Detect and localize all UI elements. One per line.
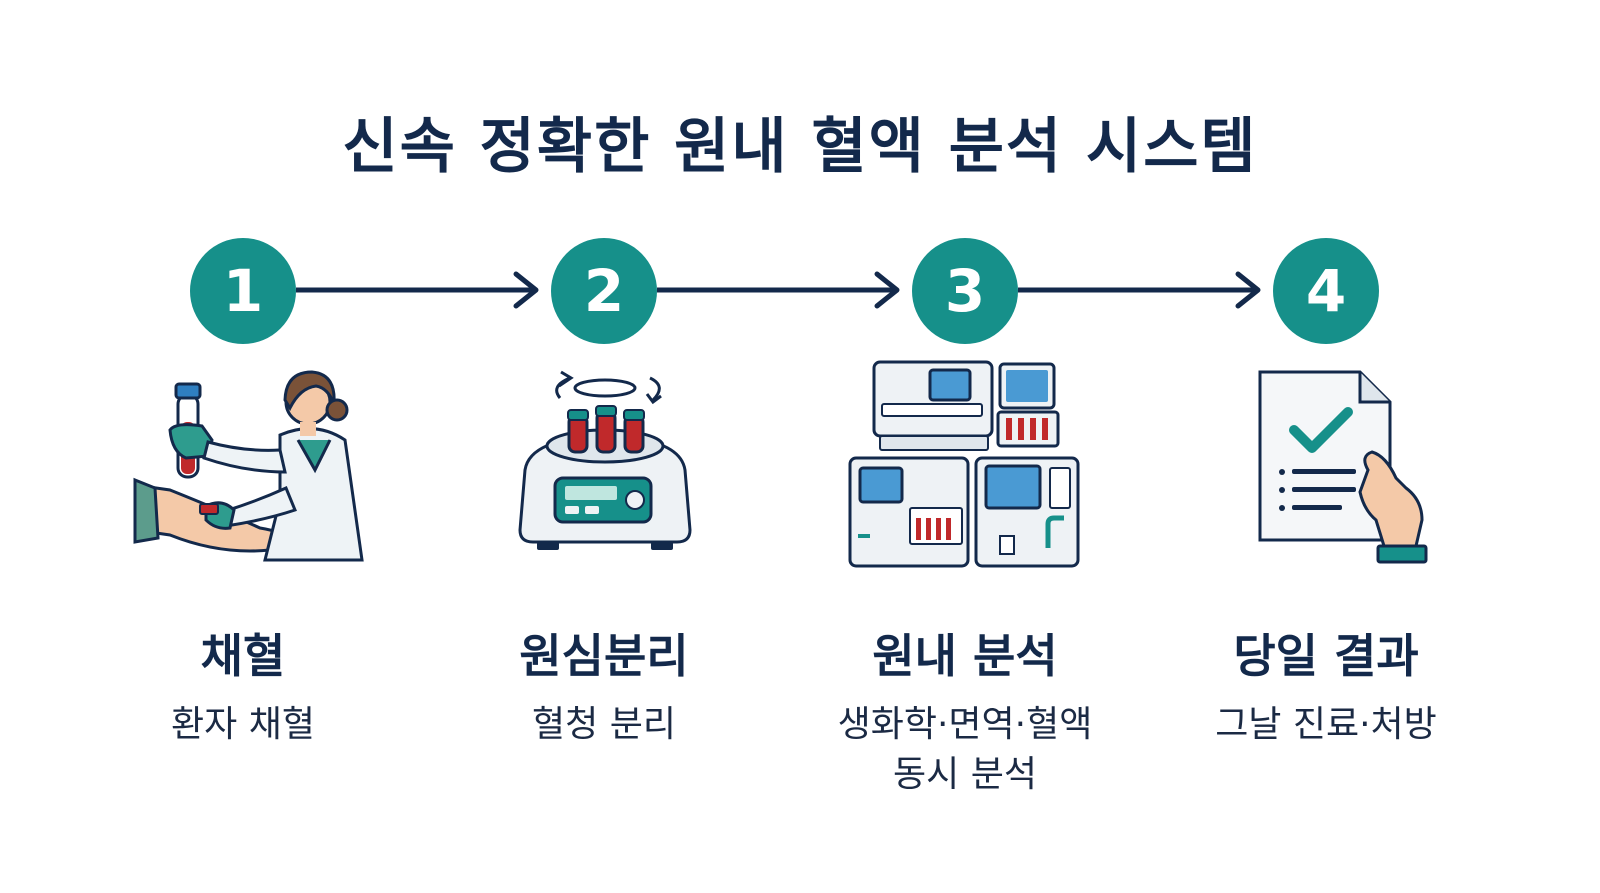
- blood-draw-illustration: [133, 370, 364, 562]
- step-desc-1: 환자 채혈: [73, 700, 413, 750]
- step-badge-1: 1: [190, 238, 296, 344]
- step-desc-line: 혈청 분리: [532, 704, 676, 745]
- step-desc-4: 그날 진료·처방: [1156, 700, 1496, 750]
- arrow-2-to-3: [657, 271, 900, 309]
- step-desc-line: 그날 진료·처방: [1215, 704, 1437, 745]
- arrow-3-to-4: [1018, 271, 1261, 309]
- page-title: 신속 정확한 원내 혈액 분석 시스템: [342, 112, 1258, 182]
- step-badge-4: 4: [1273, 238, 1379, 344]
- step-desc-line: 환자 채혈: [171, 704, 315, 745]
- step-desc-line: 생화학·면역·혈액: [837, 704, 1093, 745]
- step-desc-line: 동시 분석: [893, 754, 1037, 795]
- step-title-1: 채혈: [200, 629, 286, 683]
- step-title-3: 원내 분석: [872, 629, 1058, 683]
- report-illustration: [1258, 370, 1428, 564]
- step-title-4: 당일 결과: [1233, 629, 1419, 683]
- centrifuge-illustration: [518, 370, 692, 550]
- arrow-1-to-2: [296, 271, 539, 309]
- step-desc-3: 생화학·면역·혈액 동시 분석: [795, 700, 1135, 800]
- step-badge-2: 2: [551, 238, 657, 344]
- step-title-2: 원심분리: [519, 629, 689, 683]
- step-desc-2: 혈청 분리: [434, 700, 774, 750]
- analyzer-illustration: [848, 360, 1080, 568]
- step-badge-3: 3: [912, 238, 1018, 344]
